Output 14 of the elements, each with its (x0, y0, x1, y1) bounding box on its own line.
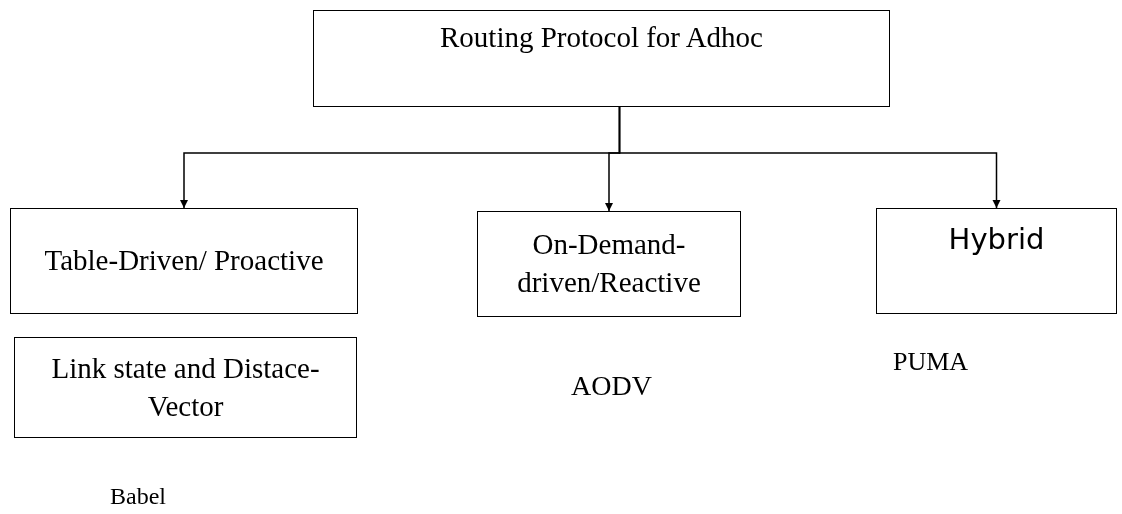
process-box (14, 337, 357, 438)
box-label: On-Demand-driven/Reactive (516, 227, 702, 300)
arrow (618, 106, 1001, 209)
box-label: Hybrid (948, 221, 1045, 258)
protocol-label: AODV (571, 370, 652, 402)
protocol-label: PUMA (893, 347, 969, 377)
process-box (876, 208, 1117, 314)
protocol-label: Babel (110, 483, 166, 510)
box-label: Table-Driven/ Proactive (44, 243, 324, 279)
box-label: Link state and Distace-Vector (50, 350, 321, 424)
process-box (477, 211, 741, 317)
box-label: Routing Protocol for Adhoc (440, 20, 763, 55)
process-box (10, 208, 358, 314)
process-box (313, 10, 890, 107)
